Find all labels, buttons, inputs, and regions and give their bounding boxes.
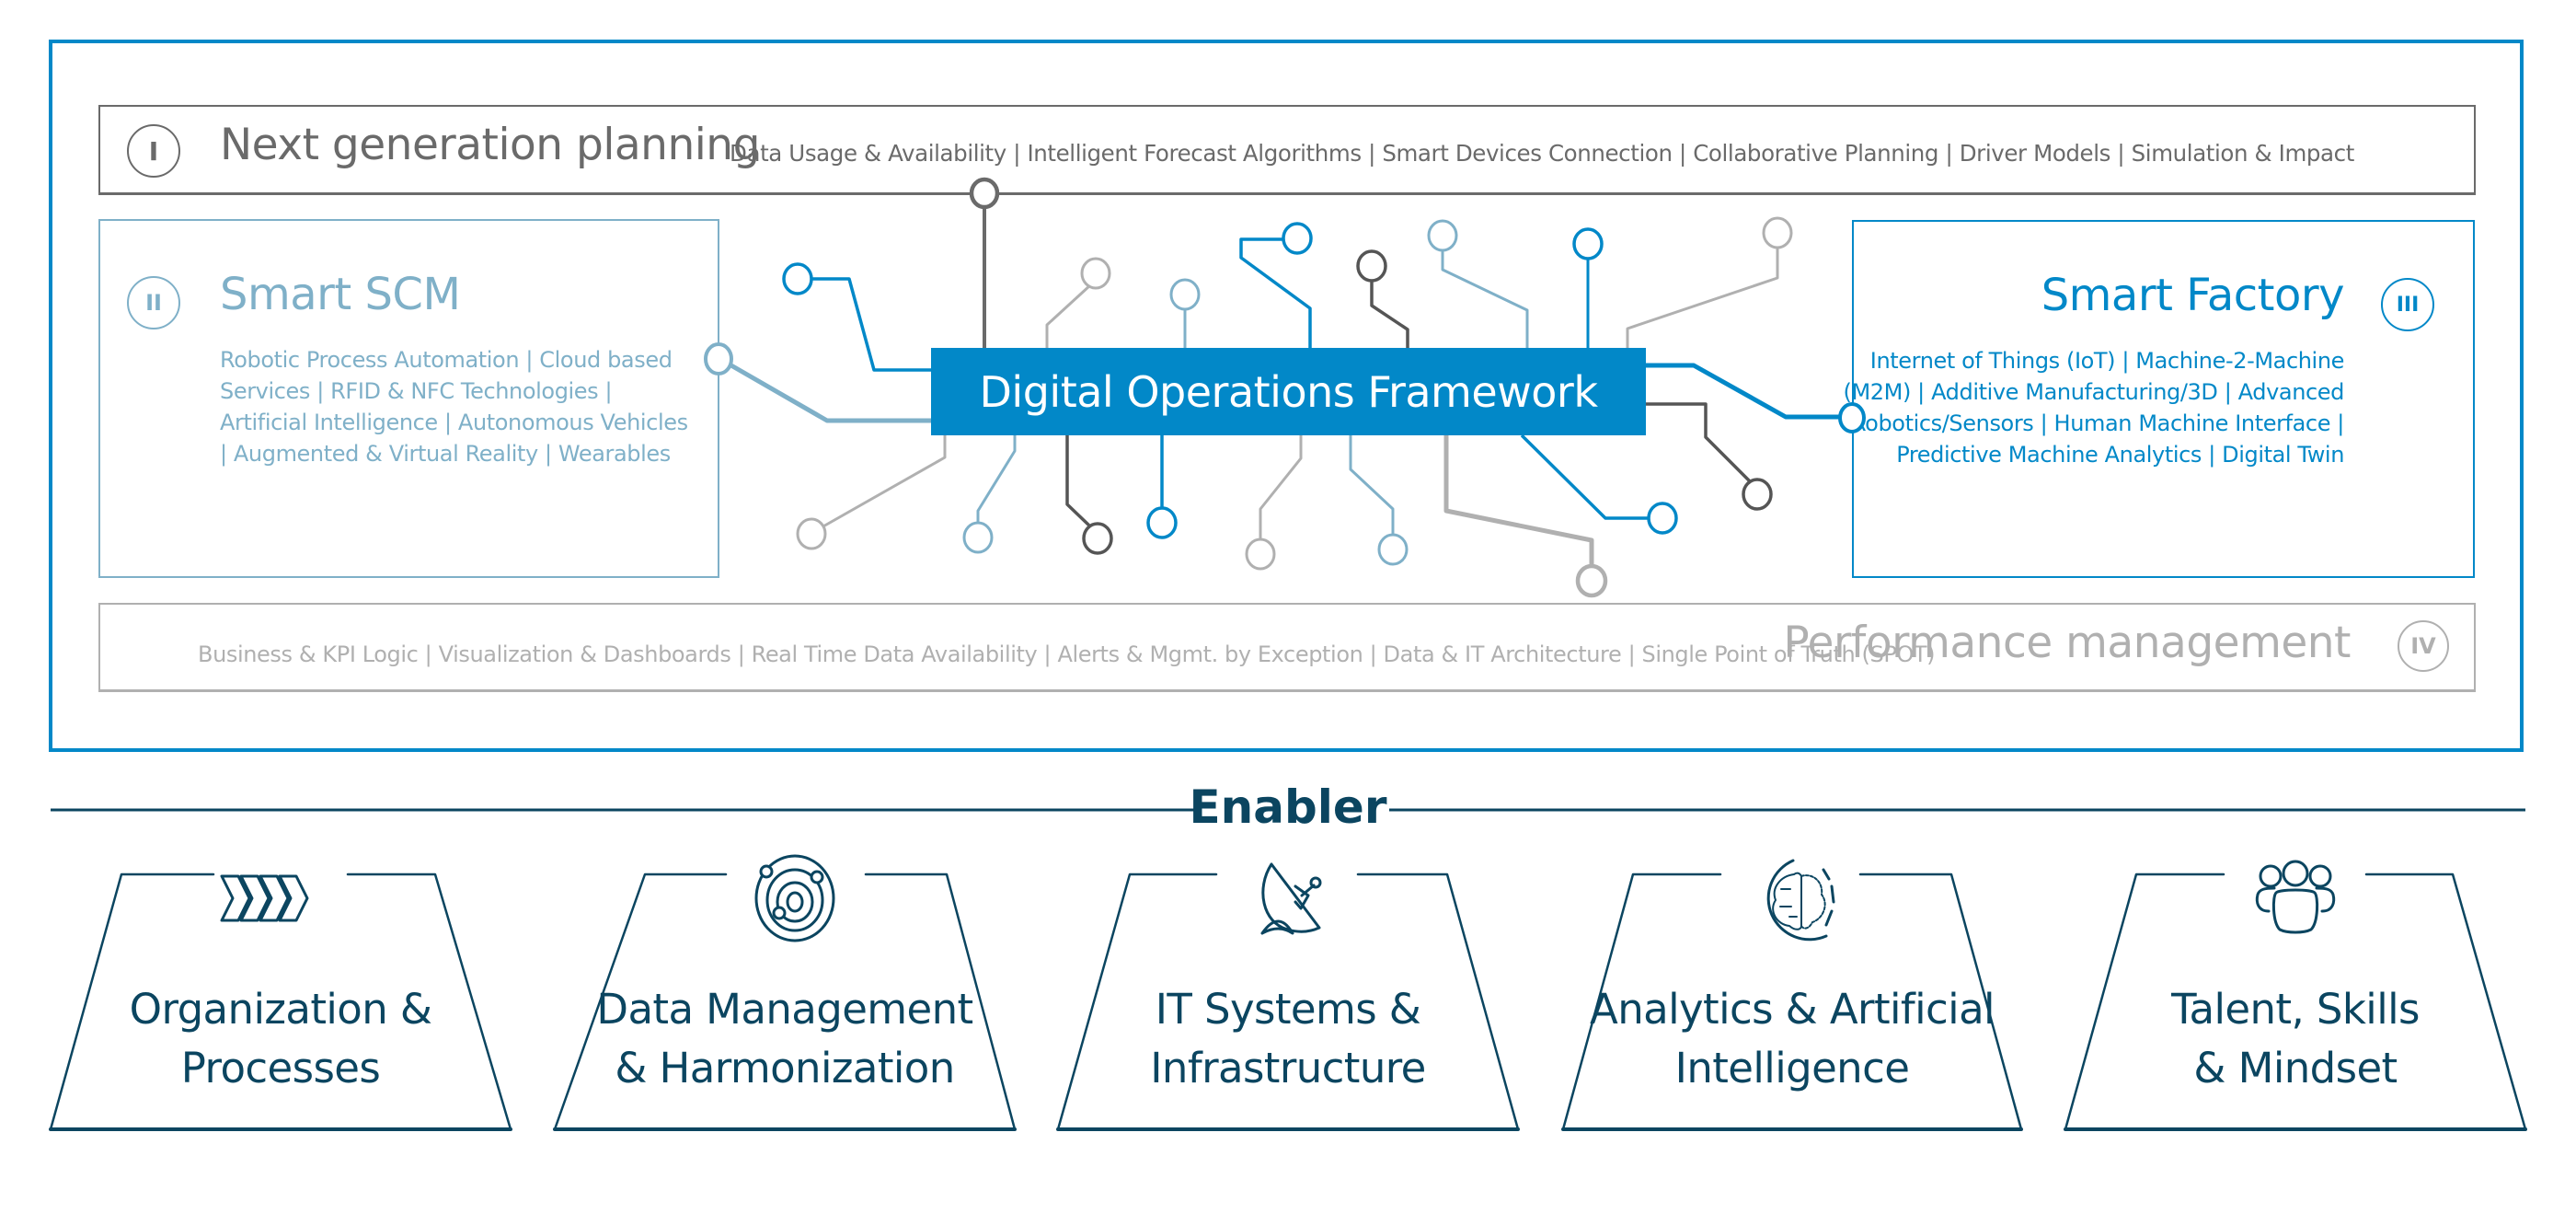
- digital-operations-framework-box: Digital Operations Framework: [931, 348, 1646, 435]
- circuit-trace: [1349, 435, 1395, 536]
- process-chevrons-icon: [220, 874, 309, 922]
- next-generation-planning-panel: I Next generation planning Data Usage & …: [98, 105, 2476, 195]
- smart-scm-panel: II Smart SCM Robotic Process Automation …: [98, 219, 719, 578]
- circuit-trace: [728, 362, 931, 423]
- framework-title: Digital Operations Framework: [979, 366, 1598, 417]
- enabler-pillar-outline: [1056, 873, 1520, 1131]
- digital-operations-frame: [49, 40, 2524, 752]
- enabler-pillar-outline: [49, 873, 512, 1131]
- circuit-trace: [1443, 435, 1594, 566]
- enabler-label-talent: Talent, Skills & Mindset: [2171, 985, 2420, 1092]
- circuit-trace: [1626, 247, 1779, 348]
- roman-numeral-badge: IV: [2398, 620, 2449, 672]
- ai-brain-icon: [1766, 859, 1835, 942]
- circuit-trace: [1520, 433, 1650, 520]
- panel-items: Internet of Things (IoT) | Machine-2-Mac…: [1843, 348, 2345, 468]
- circuit-trace: [1646, 402, 1753, 484]
- circuit-trace: [810, 277, 931, 372]
- circuit-trace: [976, 435, 1017, 523]
- enabler-label-analytics-ai: Analytics & Artificial Intelligence: [1590, 985, 1995, 1092]
- circuit-trace: [1646, 363, 1842, 420]
- panel-title: Next generation planning: [220, 120, 760, 170]
- enabler-label-it-systems: IT Systems & Infrastructure: [1150, 985, 1426, 1092]
- circuit-trace: [1370, 279, 1409, 348]
- panel-title: Smart SCM: [220, 269, 461, 320]
- performance-management-panel: Business & KPI Logic | Visualization & D…: [98, 603, 2476, 692]
- enabler-label-organization: Organization & Processes: [129, 985, 432, 1092]
- enabler-title: Enabler: [1189, 780, 1387, 834]
- team-people-icon: [2255, 860, 2336, 934]
- circuit-trace: [1259, 435, 1303, 539]
- panel-items: Data Usage & Availability | Intelligent …: [730, 140, 2354, 167]
- data-orbit-icon: [754, 854, 835, 942]
- roman-numeral-badge: I: [127, 124, 180, 178]
- circuit-trace: [1441, 249, 1529, 348]
- circuit-trace: [1065, 435, 1091, 527]
- roman-numeral-badge: III: [2381, 278, 2434, 331]
- panel-title: Performance management: [1783, 618, 2351, 668]
- enabler-pillar-outline: [1561, 873, 2023, 1131]
- smart-factory-panel: Smart Factory III Internet of Things (Io…: [1844, 220, 2475, 578]
- circuit-trace: [1045, 283, 1092, 348]
- enabler-pillar-outline: [2064, 873, 2527, 1131]
- panel-items: Business & KPI Logic | Visualization & D…: [198, 641, 1936, 667]
- roman-numeral-badge: II: [127, 276, 180, 329]
- satellite-dish-icon: [1260, 862, 1322, 935]
- panel-items: Robotic Process Automation | Cloud based…: [220, 347, 688, 467]
- circuit-trace: [1239, 237, 1312, 348]
- enabler-pillar-outline: [553, 873, 1017, 1131]
- circuit-trace: [821, 435, 947, 529]
- enabler-label-data-management: Data Management & Harmonization: [596, 985, 973, 1092]
- panel-title: Smart Factory: [2041, 270, 2345, 321]
